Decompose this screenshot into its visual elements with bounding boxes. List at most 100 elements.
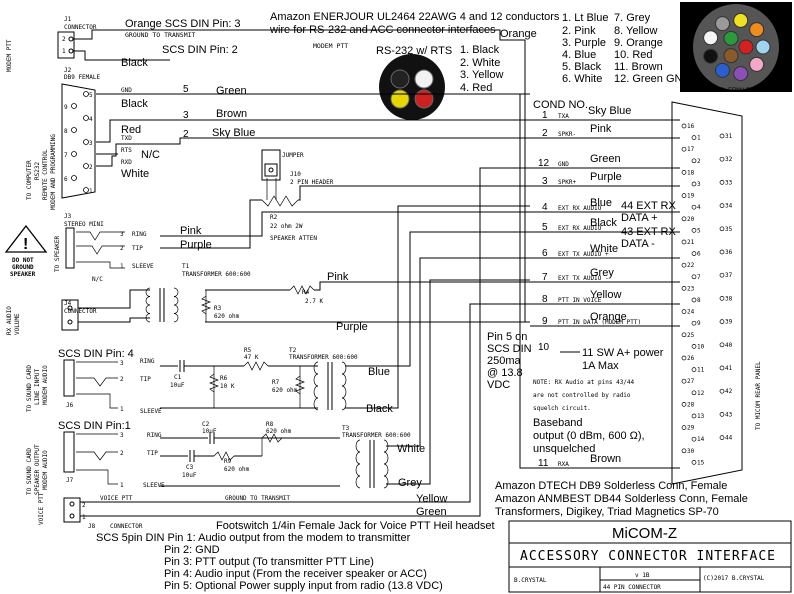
j6-name: J6 xyxy=(66,402,74,409)
legend12-item: 10. Red xyxy=(614,49,653,61)
j5-pin xyxy=(691,436,697,442)
r8-resistor: R8 620 ohm xyxy=(261,421,292,456)
acc-wire-color: White xyxy=(590,243,618,255)
green-label: Green xyxy=(416,506,447,518)
note-line: NOTE: RX Audio at pins 43/44 xyxy=(533,379,635,386)
j5-pin-label: 40 xyxy=(725,342,733,349)
j5-side-label: TO MICOM REAR PANEL xyxy=(755,361,762,430)
j7-pin: 2 xyxy=(120,450,124,457)
jumper-j10: JUMPER J10 2 PIN HEADER R2 22 ohm 2W SPE… xyxy=(261,149,334,242)
acc-signal-name: SPKR+ xyxy=(558,179,576,186)
j3-wire-label: Pink xyxy=(180,225,202,237)
db9-pin-label: 9 xyxy=(64,104,68,111)
j5-pin xyxy=(719,133,725,139)
cable12-conductor xyxy=(703,48,719,64)
transformer-coil xyxy=(383,463,389,477)
j3-stereo-mini: J3 STEREO MINI TO SPEAKER 3 RING 2 TIP 1… xyxy=(54,213,154,283)
cable4-conductor xyxy=(390,69,410,89)
db9-pin-label: 7 xyxy=(64,152,68,159)
j7-side-label: SPEAKER OUTPUT xyxy=(34,444,41,495)
j5-pin-label: 16 xyxy=(687,123,695,130)
j5-pin-label: 4 xyxy=(697,204,701,211)
transformer-coil xyxy=(383,451,389,465)
c2-value: 10uF xyxy=(202,428,217,435)
r9-resistor: R9 620 ohm xyxy=(213,451,250,473)
din5-line: Pin 5 on xyxy=(487,331,527,343)
db9-pin xyxy=(71,175,77,181)
t3-transformer: T3 TRANSFORMER 600:600 xyxy=(342,425,411,489)
j2-type: DB9 FEMALE xyxy=(64,74,101,81)
j3-pin: 1 xyxy=(120,263,124,270)
j5-pin-label: 32 xyxy=(725,156,733,163)
acc-wire-color: Purple xyxy=(590,171,622,183)
j8-pin: 2 xyxy=(82,502,86,509)
j2-side-label: TO COMPUTER xyxy=(26,160,33,200)
j5-pin xyxy=(681,286,687,291)
j1-name: J1 xyxy=(64,16,72,23)
cable12-conductor xyxy=(733,66,749,82)
db9-pin-label: 2 xyxy=(89,164,93,171)
cable12-conductor xyxy=(749,56,765,72)
acc-signal-name: EXT TX AUDIO - xyxy=(558,275,609,282)
r3-name: R3 xyxy=(214,305,222,312)
j2-signal: RXD xyxy=(121,159,132,166)
legend12-item: 8. Yellow xyxy=(614,25,657,37)
j10-desc: 2 PIN HEADER xyxy=(290,179,334,186)
main-wire-pin: 5 xyxy=(183,84,189,95)
legend12-item: 5. Black xyxy=(562,61,602,73)
db9-pin-label: 3 xyxy=(89,140,93,147)
j1-pin: 2 xyxy=(62,36,66,43)
r5-value: 47 K xyxy=(244,354,259,361)
r9-name: R9 xyxy=(224,458,232,465)
db9-pin xyxy=(71,151,77,157)
j6-side-label: MODEM AUDIO xyxy=(42,365,49,405)
r8-name: R8 xyxy=(266,421,274,428)
j5-name: J5 xyxy=(681,79,689,86)
cable12-conductor xyxy=(738,39,754,55)
cable4-conductor xyxy=(390,89,410,109)
wire-rxa-brown xyxy=(519,94,530,469)
j5-pin xyxy=(681,193,687,198)
cable12-conductor xyxy=(715,62,730,78)
j5-pin-label: 39 xyxy=(725,319,733,326)
j5-pin-label: 20 xyxy=(687,216,695,223)
legend12-item: 12. Green GND xyxy=(614,73,690,85)
j5-pin xyxy=(691,390,697,396)
j5-pin-label: 27 xyxy=(687,378,695,385)
r4-value: 2.7 K xyxy=(305,298,323,305)
acc-signal-name: EXT TX AUDIO + xyxy=(558,251,609,258)
j5-pin-label: 42 xyxy=(725,388,733,395)
transformer-coil xyxy=(313,385,319,399)
rs232-title: RS-232 w/ RTS xyxy=(376,45,452,57)
j5-pin-label: 6 xyxy=(697,251,701,258)
baseband-block: Baseband output (0 dBm, 600 Ω), unsquelc… xyxy=(533,417,645,455)
din5-line: VDC xyxy=(487,379,510,391)
j5-type: 44 PIN D-SUB FEMALE xyxy=(681,87,750,94)
j6-connector: SCS DIN Pin: 4 J6 TO SOUND CARD LINE INP… xyxy=(26,348,162,415)
j5-pin-label: 41 xyxy=(725,365,733,372)
wire-ptt-orange xyxy=(73,29,530,323)
acc-cond-number: 5 xyxy=(542,222,548,233)
acc-cond-number: 7 xyxy=(542,272,548,283)
t3-name: T3 xyxy=(342,425,350,432)
j3-signal: RING xyxy=(132,231,147,238)
j3-signal: TIP xyxy=(132,245,143,252)
j5-pin-label: 23 xyxy=(687,285,695,292)
footer-part: Amazon DTECH DB9 Solderless Conn, Female xyxy=(495,480,727,492)
j5-pin-label: 35 xyxy=(725,226,733,233)
wire-txd xyxy=(96,119,530,143)
t3-wire-label: White xyxy=(397,443,425,455)
din-pin-line: Pin 4: Audio input (From the receiver sp… xyxy=(164,568,427,580)
main-wire-color: Sky Blue xyxy=(212,127,255,139)
r2-desc: SPEAKER ATTEN xyxy=(270,235,317,242)
j8-type: CONNECTOR xyxy=(110,523,143,530)
legend12-item: 7. Grey xyxy=(614,12,651,24)
brand-title: MiCOM-Z xyxy=(612,525,677,542)
j5-pin xyxy=(719,203,725,208)
r5-resistor: R5 47 K xyxy=(243,347,269,371)
wire-t2-blue xyxy=(345,231,530,367)
j2-signal: RTS xyxy=(121,147,132,154)
j7-din-label: SCS DIN Pin:1 xyxy=(58,420,131,432)
j3-pin: 3 xyxy=(120,231,124,238)
j5-pin-label: 9 xyxy=(697,320,701,327)
